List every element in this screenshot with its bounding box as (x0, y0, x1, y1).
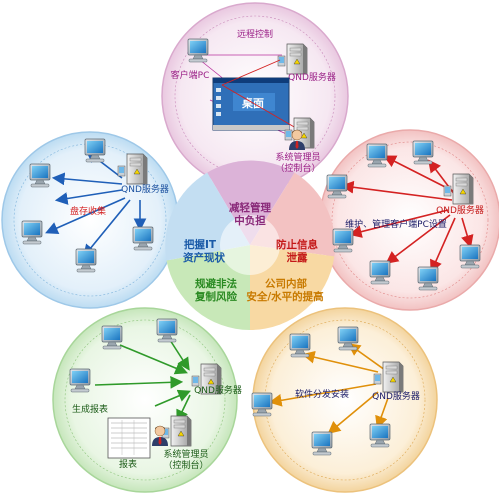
top-cluster-title: 远程控制 (237, 28, 273, 40)
left-cluster-circle (1, 131, 179, 309)
bottom-left-cluster: QND服务器 生成报表 报表 系统管理员 （控制台） (69, 318, 242, 471)
left-action-label: 盘存收集 (70, 205, 106, 217)
report-document (107, 417, 151, 459)
right-server-label: QND服务器 (436, 204, 484, 216)
left-cluster: QND服务器 盘存收集 (21, 138, 169, 273)
bottom-left-admin-label-line1: 系统管理员 (163, 448, 208, 460)
center-pie (165, 160, 336, 331)
remote-desktop-window: 桌面 (212, 77, 290, 131)
center-left-line2: 资产现状 (183, 251, 225, 264)
right-action-label: 维护、管理客户端PC设置 (345, 218, 447, 230)
right-cluster: QND服务器 维护、管理客户端PC设置 (326, 140, 484, 291)
center-right-line2: 泄露 (287, 251, 308, 264)
bottom-right-cluster: QND服务器 软件分发安装 (251, 326, 420, 456)
pie-segment-top (207, 160, 295, 245)
top-admin-label-line1: 系统管理员 (275, 151, 320, 163)
report-label: 报表 (119, 458, 137, 470)
center-right-line1: 防止信息 (276, 238, 318, 251)
center-bottom-left-line1: 规避非法 (195, 277, 237, 290)
center-top-line2: 中负担 (234, 214, 266, 227)
top-cluster: 远程控制 客户端PC QND服务器 桌面 系统管理员 （控制台） (171, 28, 336, 174)
top-server-label: QND服务器 (288, 71, 336, 83)
bottom-left-server-label: QND服务器 (194, 384, 242, 396)
top-client-label: 客户端PC (171, 69, 210, 81)
center-left-line1: 把握IT (184, 238, 217, 251)
bottom-right-server-label: QND服务器 (372, 390, 420, 402)
top-admin-label-line2: （控制台） (275, 162, 320, 174)
center-bottom-right-line1: 公司内部 (265, 277, 307, 290)
center-bottom-right-line2: 安全/水平的提高 (246, 290, 324, 303)
left-server-label: QND服务器 (121, 183, 169, 195)
bottom-left-cluster-circle (52, 307, 238, 493)
center-top-line1: 减轻管理 (229, 201, 271, 214)
bottom-right-action-label: 软件分发安装 (295, 388, 349, 400)
bottom-left-admin-label-line2: （控制台） (163, 459, 208, 471)
report-generate-label: 生成报表 (72, 403, 108, 415)
center-bottom-left-line2: 复制风险 (194, 290, 237, 303)
